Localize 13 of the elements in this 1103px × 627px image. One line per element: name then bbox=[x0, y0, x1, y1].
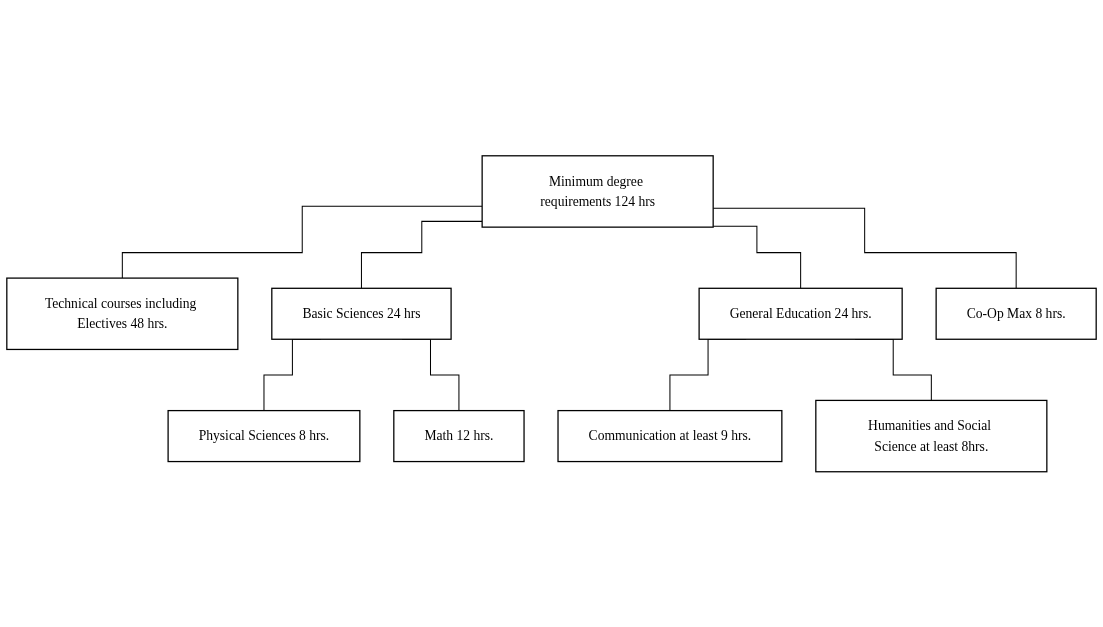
connector bbox=[360, 220, 483, 289]
node-box: General Education 24 hrs. bbox=[698, 287, 903, 340]
connector bbox=[712, 207, 1017, 289]
node-box: Math 12 hrs. bbox=[393, 409, 525, 462]
node-box: Co-Op Max 8 hrs. bbox=[935, 287, 1097, 340]
node-box: Physical Sciences 8 hrs. bbox=[167, 409, 361, 462]
connector bbox=[712, 225, 802, 289]
node-box: Communication at least 9 hrs. bbox=[557, 409, 783, 462]
node-box: Technical courses including Electives 48 hrs. bbox=[6, 277, 239, 350]
node-box: Basic Sciences 24 hrs bbox=[271, 287, 452, 340]
node-box: Humanities and Social Science at least 8hrs. bbox=[815, 399, 1048, 473]
connector bbox=[121, 205, 483, 279]
node-box: Minimum degree requirements 124 hrs bbox=[481, 154, 714, 228]
